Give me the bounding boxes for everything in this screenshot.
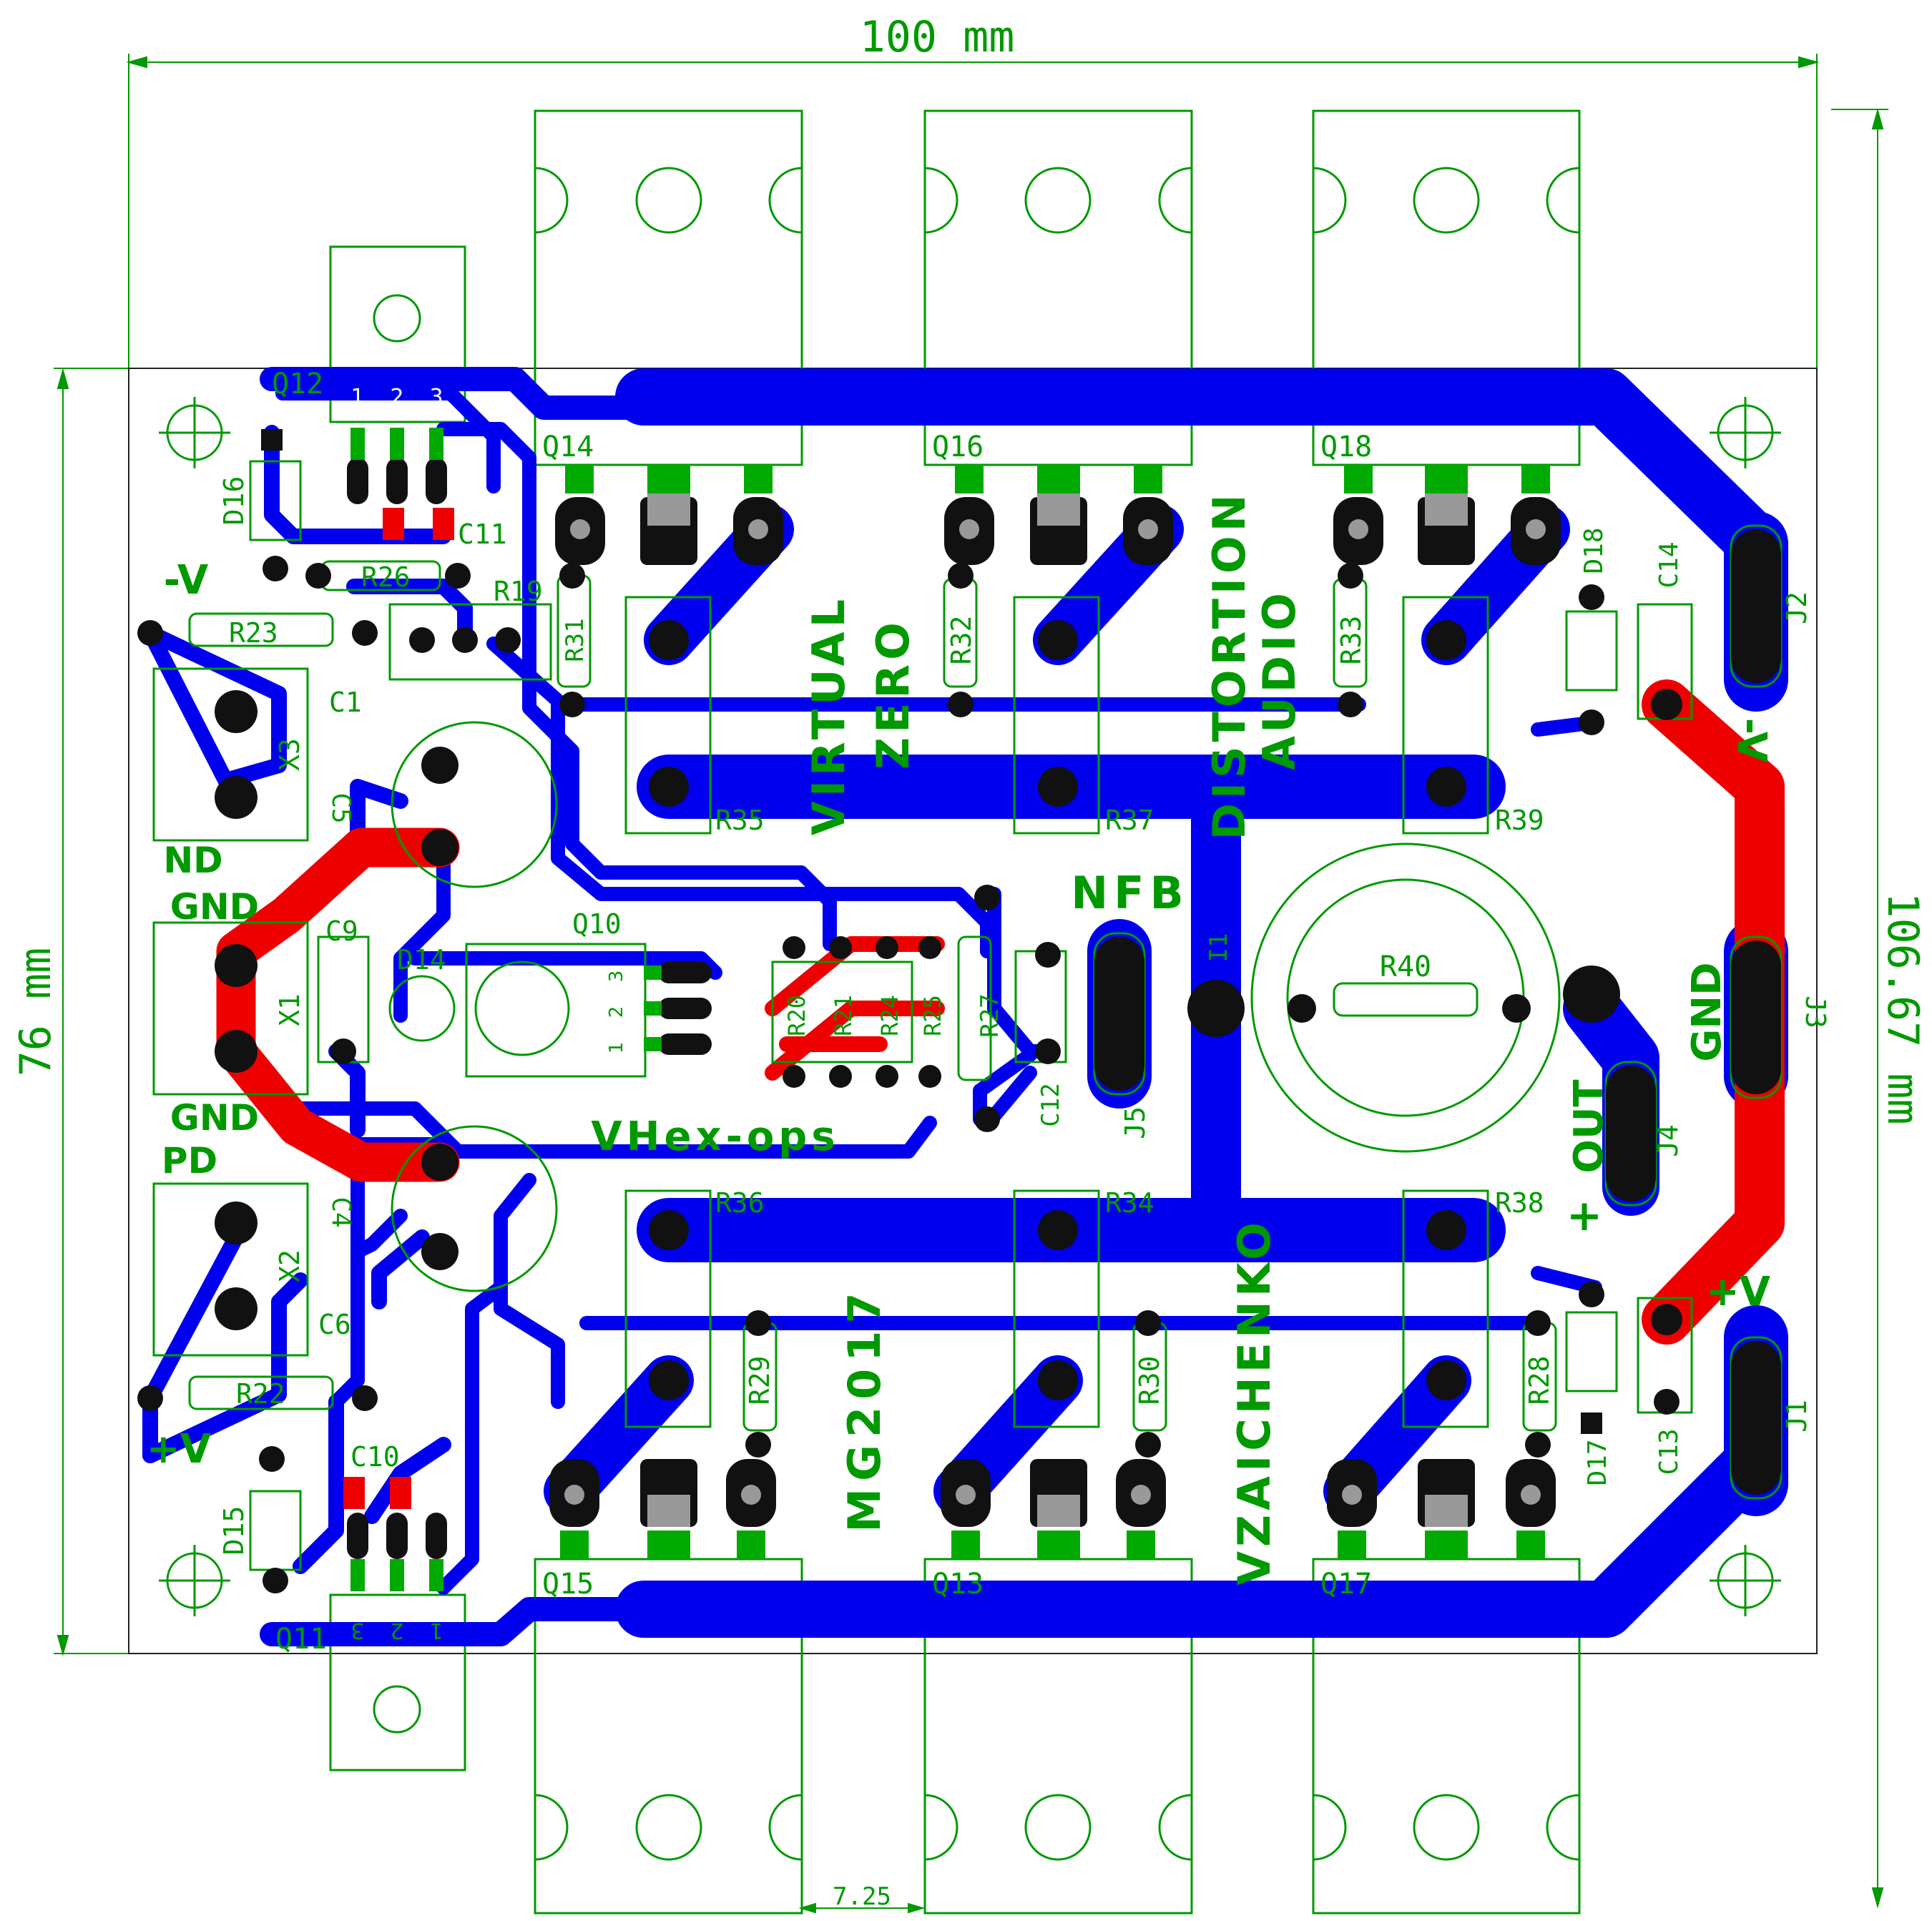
svg-text:2: 2 (390, 385, 403, 410)
text-vhex: VHex-ops (591, 1114, 839, 1160)
label-q18: Q18 (1320, 431, 1372, 463)
label-r35: R35 (715, 805, 765, 836)
label-c10: C10 (350, 1441, 400, 1473)
label-r32: R32 (946, 616, 977, 665)
text-plus-v-left: +V (147, 1426, 212, 1473)
text-minus-v-left: -V (164, 557, 209, 604)
dim-spacing-label: 7.25 (833, 1882, 891, 1911)
mounting-holes (159, 397, 1781, 1616)
svg-text:1: 1 (429, 1618, 443, 1643)
label-d18: D18 (1579, 527, 1609, 574)
label-r26: R26 (361, 561, 411, 593)
label-x1: X1 (274, 993, 305, 1026)
text-plus-v-right: +V (1706, 1269, 1771, 1315)
label-d14: D14 (397, 944, 446, 976)
label-r24: R24 (876, 995, 903, 1036)
label-r30: R30 (1134, 1356, 1165, 1405)
label-r31: R31 (561, 618, 589, 662)
label-r33: R33 (1335, 616, 1367, 665)
label-j5: J5 (1119, 1106, 1151, 1139)
label-x3: X3 (274, 738, 305, 771)
board-text: VIRTUAL ZERO DISTORTION AUDIO NFB VHex-o… (147, 490, 1775, 1585)
label-r27: R27 (976, 993, 1004, 1037)
label-r37: R37 (1105, 805, 1154, 836)
pin-numbers: 1 2 3 3 2 1 1 2 3 (350, 385, 627, 1643)
label-r29: R29 (744, 1356, 775, 1405)
label-q11: Q11 (275, 1623, 327, 1656)
svg-text:1: 1 (606, 1042, 627, 1054)
label-r36: R36 (715, 1187, 765, 1219)
label-c9: C9 (325, 915, 358, 947)
label-j1: J1 (1781, 1400, 1813, 1433)
label-q15: Q15 (542, 1568, 594, 1601)
label-q14: Q14 (542, 431, 594, 463)
label-r34: R34 (1105, 1187, 1154, 1219)
text-nd: ND (163, 840, 222, 881)
label-r25: R25 (919, 995, 946, 1036)
label-r38: R38 (1495, 1187, 1544, 1219)
label-c11: C11 (458, 519, 507, 550)
text-gnd-1: GND (170, 886, 259, 928)
text-virtual: VIRTUAL (803, 595, 855, 835)
label-r19: R19 (494, 576, 543, 607)
svg-text:2: 2 (390, 1618, 403, 1643)
label-c1: C1 (329, 687, 362, 718)
dim-width-label: 100 mm (860, 12, 1015, 62)
label-r20: R20 (783, 995, 810, 1036)
label-q16: Q16 (932, 431, 984, 463)
svg-text:2: 2 (606, 1006, 627, 1018)
label-j4: J4 (1652, 1124, 1684, 1157)
text-audio: AUDIO (1253, 589, 1305, 770)
pads (137, 429, 1781, 1593)
svg-text:3: 3 (429, 385, 443, 410)
label-c13: C13 (1654, 1428, 1684, 1475)
svg-text:3: 3 (350, 1618, 364, 1643)
text-nfb: NFB (1071, 867, 1190, 919)
label-q17: Q17 (1320, 1568, 1372, 1601)
label-r28: R28 (1524, 1356, 1555, 1405)
svg-text:3: 3 (606, 971, 627, 983)
text-zero: ZERO (867, 618, 919, 770)
label-q12: Q12 (272, 368, 323, 401)
label-j2: J2 (1781, 591, 1813, 624)
label-c14: C14 (1654, 541, 1684, 588)
label-j3: J3 (1800, 996, 1831, 1028)
label-c4: C4 (326, 1197, 355, 1227)
text-plus-out: + (1566, 1191, 1602, 1241)
label-i1: I1 (1205, 933, 1233, 963)
label-d16: D16 (218, 476, 250, 526)
label-d15: D15 (218, 1506, 250, 1556)
label-r23: R23 (229, 617, 278, 649)
text-gnd-right: GND (1684, 962, 1730, 1061)
text-distortion: DISTORTION (1203, 490, 1255, 840)
pad-holes (564, 493, 1546, 1527)
dim-board-height-label: 76 mm (11, 948, 61, 1077)
label-c12: C12 (1036, 1083, 1065, 1126)
dimension-lines (54, 54, 1888, 1914)
text-vzaichenko: VZAICHENKO (1228, 1218, 1280, 1586)
svg-text:1: 1 (350, 385, 364, 410)
component-labels: Q12 Q11 Q14 Q16 Q18 Q15 Q13 Q17 Q10 D16 … (218, 368, 1831, 1656)
label-r22: R22 (236, 1378, 285, 1410)
label-c5: C5 (326, 792, 355, 823)
label-q10: Q10 (572, 908, 622, 940)
text-pd: PD (162, 1140, 217, 1181)
label-d17: D17 (1583, 1439, 1612, 1485)
text-minus-v-right: -V (1728, 718, 1775, 763)
pad-feet (350, 428, 1550, 1591)
text-gnd-2: GND (170, 1097, 259, 1139)
label-r21: R21 (830, 995, 857, 1036)
label-c6: C6 (318, 1309, 351, 1340)
text-mg: MG2017 (838, 1285, 891, 1532)
dim-total-height-label: 106.67 mm (1878, 892, 1928, 1124)
label-q13: Q13 (932, 1568, 984, 1601)
label-r39: R39 (1495, 805, 1544, 836)
text-out: OUT (1566, 1079, 1612, 1173)
label-x2: X2 (274, 1249, 305, 1282)
label-r40: R40 (1380, 950, 1431, 983)
